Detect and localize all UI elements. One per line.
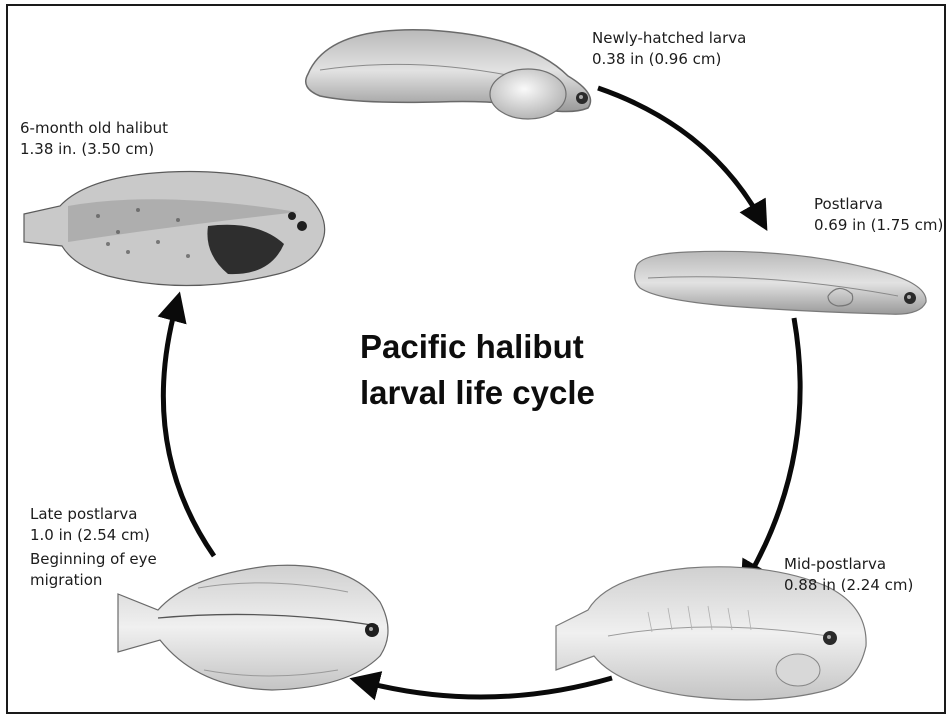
arrow-postlarva-to-mid — [748, 318, 800, 578]
arrow-mid-to-late — [364, 678, 612, 697]
arrow-late-to-juvenile — [163, 306, 214, 556]
stage-name: 6-month old halibut — [20, 118, 168, 139]
label-postlarva: Postlarva 0.69 in (1.75 cm) — [814, 194, 943, 236]
stage-name: Late postlarva — [30, 504, 157, 525]
stage-size: 0.69 in (1.75 cm) — [814, 215, 943, 236]
late-postlarva-illustration — [118, 565, 388, 690]
arrow-larva-to-postlarva — [598, 88, 760, 218]
six-month-halibut-illustration — [24, 172, 325, 286]
stage-name: Postlarva — [814, 194, 943, 215]
title-line-2: larval life cycle — [360, 370, 595, 416]
stage-size: 0.88 in (2.24 cm) — [784, 575, 913, 596]
title-line-1: Pacific halibut — [360, 324, 595, 370]
label-six-month-halibut: 6-month old halibut 1.38 in. (3.50 cm) — [20, 118, 168, 160]
stage-name: Mid-postlarva — [784, 554, 913, 575]
label-mid-postlarva: Mid-postlarva 0.88 in (2.24 cm) — [784, 554, 913, 596]
stage-size: 1.38 in. (3.50 cm) — [20, 139, 168, 160]
stage-size: 1.0 in (2.54 cm) — [30, 525, 157, 546]
diagram-frame: Pacific halibut larval life cycle Newly-… — [6, 4, 946, 714]
stage-size: 0.38 in (0.96 cm) — [592, 49, 746, 70]
label-late-postlarva: Late postlarva 1.0 in (2.54 cm) Beginnin… — [30, 504, 157, 591]
stage-note-line-2: migration — [30, 570, 157, 591]
stage-note-line-1: Beginning of eye — [30, 549, 157, 570]
label-newly-hatched-larva: Newly-hatched larva 0.38 in (0.96 cm) — [592, 28, 746, 70]
newly-hatched-larva-illustration — [306, 30, 591, 119]
postlarva-illustration — [635, 251, 926, 314]
stage-name: Newly-hatched larva — [592, 28, 746, 49]
diagram-title: Pacific halibut larval life cycle — [360, 324, 595, 416]
